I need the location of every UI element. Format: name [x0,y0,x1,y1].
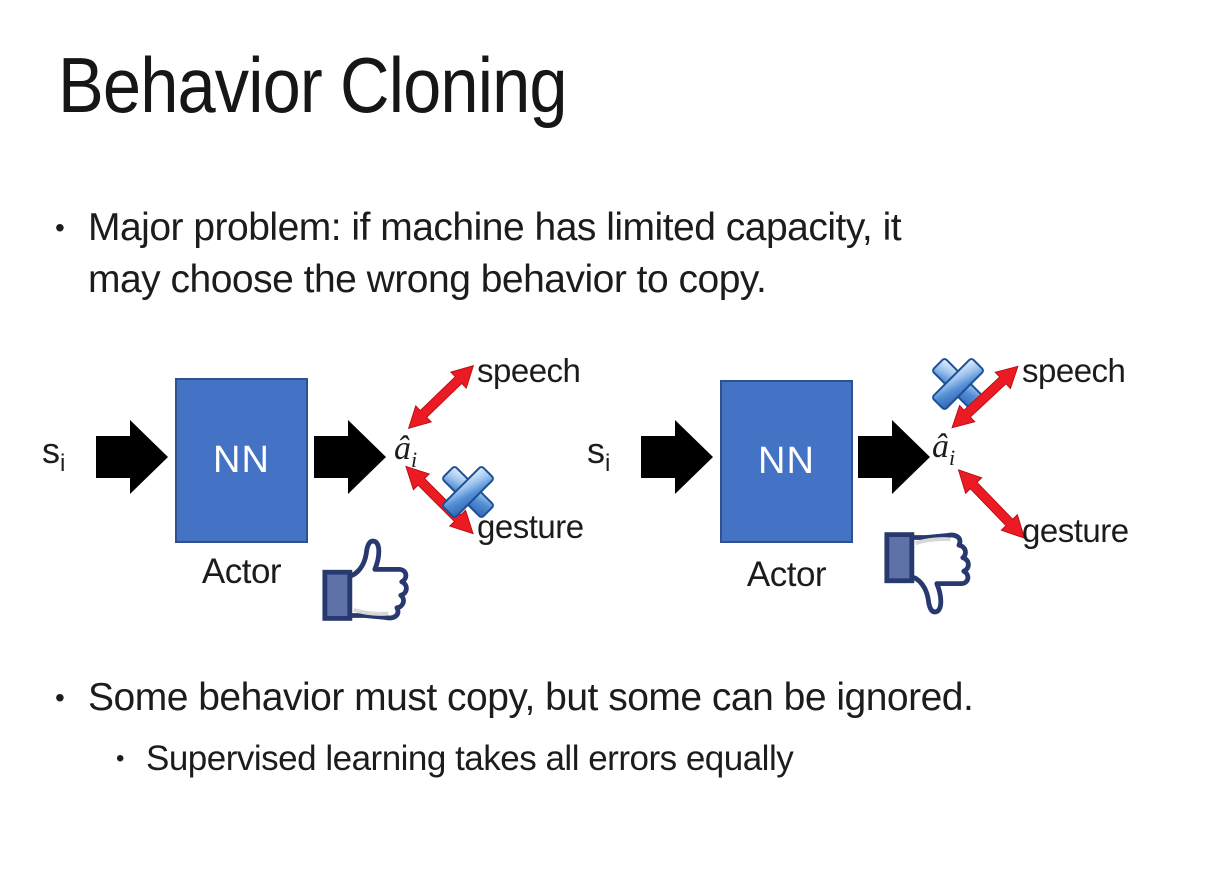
predicted-action-label: âi [932,428,955,471]
bullet-item-supervised-learning: • Supervised learning takes all errors e… [116,736,794,782]
bullet-text: Major problem: if machine has limited ca… [88,202,902,306]
state-input-label: si [587,430,610,478]
bullet-text: Supervised learning takes all errors equ… [146,736,794,782]
speech-label: speech [477,352,581,389]
predicted-action-label: âi [394,430,417,473]
gesture-label: gesture [1022,512,1129,549]
gesture-double-arrow-icon [957,469,1026,539]
state-input-label: si [42,430,65,478]
action-symbol: â [932,428,949,465]
bullet-dot-icon: • [116,745,125,772]
speech-double-arrow-icon [407,365,475,429]
nn-box-label: NN [758,440,815,482]
block-arrow-icon [96,420,168,494]
block-arrow-icon [314,420,386,494]
thumbs-up-icon [322,538,409,621]
bullet-text-line: Supervised learning takes all errors equ… [146,739,794,778]
block-arrow-icon [858,420,930,494]
nn-box: NN [175,378,308,543]
actor-label: Actor [746,555,827,594]
gesture-label: gesture [477,508,584,545]
bullet-dot-icon: • [55,212,65,243]
state-subscript: i [60,450,66,478]
thumbs-down-icon [884,532,971,615]
action-symbol: â [394,430,411,467]
speech-label: speech [1022,352,1126,389]
action-subscript: i [949,444,956,470]
bullet-item-major-problem: • Major problem: if machine has limited … [55,202,902,306]
bullet-text-line: Some behavior must copy, but some can be… [88,676,974,719]
state-symbol: s [42,430,60,471]
speech-double-arrow-icon [951,365,1019,429]
nn-box: NN [720,380,853,543]
cross-out-icon [442,466,494,518]
block-arrow-icon [641,420,713,494]
bullet-text-line: may choose the wrong behavior to copy. [88,258,767,301]
page-title: Behavior Cloning [58,41,568,129]
action-subscript: i [411,446,418,472]
state-subscript: i [605,450,611,478]
state-symbol: s [587,430,605,471]
actor-label: Actor [201,552,282,591]
nn-box-label: NN [213,439,270,481]
bullet-dot-icon: • [55,682,65,713]
bullet-item-some-behavior: • Some behavior must copy, but some can … [55,672,974,724]
bullet-text: Some behavior must copy, but some can be… [88,672,974,724]
bullet-text-line: Major problem: if machine has limited ca… [88,206,902,249]
